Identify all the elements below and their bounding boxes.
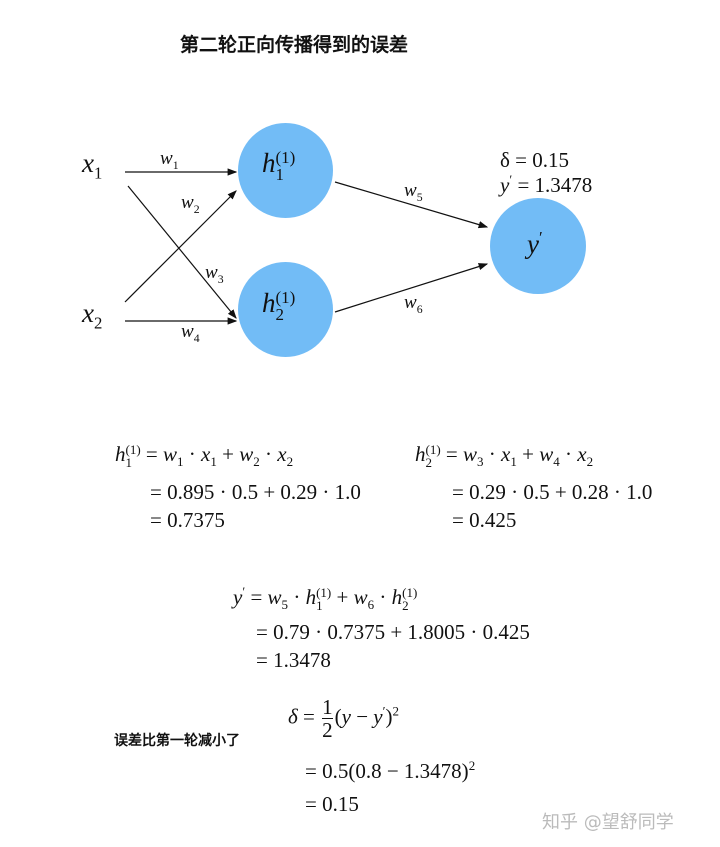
node-h2 — [238, 262, 333, 357]
edge-x1-h2 — [127, 185, 237, 319]
weight-w5: w5 — [404, 180, 423, 204]
label-h2: h(1)2 — [262, 287, 296, 324]
label-y: y′ — [527, 228, 543, 259]
eq-h2-line2: = 0.29 · 0.5 + 0.28 · 1.0 — [452, 480, 653, 504]
network-edges — [124, 168, 489, 325]
eq-h2-line1: h(1)2 = w3 · x1 + w4 · x2 — [415, 442, 594, 471]
output-y: y′ = 1.3478 — [500, 172, 593, 197]
weight-w2: w2 — [181, 192, 200, 216]
eq-h1-line3: = 0.7375 — [150, 508, 225, 532]
eq-y-line1: y′ = w5 · h(1)1 + w6 · h(1)2 — [233, 584, 418, 614]
eq-h2-line3: = 0.425 — [452, 508, 517, 532]
edge-h2-y — [334, 263, 489, 313]
edge-h1-y — [334, 181, 489, 229]
eq-y-line2: = 0.79 · 0.7375 + 1.8005 · 0.425 — [256, 620, 530, 644]
diagram-title: 第二轮正向传播得到的误差 — [180, 34, 409, 56]
node-h1 — [238, 123, 333, 218]
weight-w6: w6 — [404, 292, 423, 316]
weight-w3: w3 — [205, 262, 224, 286]
weight-w4: w4 — [181, 321, 200, 345]
node-y — [490, 198, 586, 294]
eq-delta-line3: = 0.15 — [305, 792, 359, 816]
watermark: 知乎 @望舒同学 — [542, 812, 674, 833]
eq-h1-line1: h(1)1 = w1 · x1 + w2 · x2 — [115, 442, 294, 471]
note-error-reduced: 误差比第一轮减小了 — [114, 733, 240, 749]
eq-h1-line2: = 0.895 · 0.5 + 0.29 · 1.0 — [150, 480, 361, 504]
input-x2: x2 — [82, 298, 103, 333]
output-delta: δ = 0.15 — [500, 148, 569, 172]
edge-x2-h1 — [124, 190, 237, 303]
input-x1: x1 — [82, 148, 103, 183]
eq-delta-line2: = 0.5(0.8 − 1.3478)2 — [305, 758, 476, 783]
weight-w1: w1 — [160, 148, 179, 172]
label-h1: h(1)1 — [262, 147, 296, 184]
eq-y-line3: = 1.3478 — [256, 648, 331, 672]
